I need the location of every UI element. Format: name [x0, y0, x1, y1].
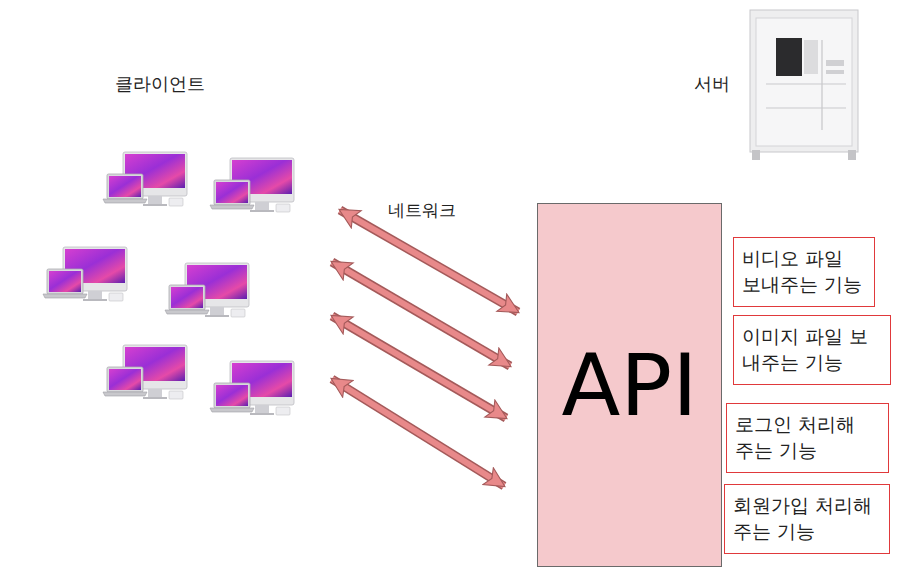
- computer-icon: [103, 152, 187, 206]
- function-box: 로그인 처리해 주는 기능: [726, 403, 889, 473]
- api-box: API: [537, 203, 722, 567]
- computer-icon: [103, 345, 187, 399]
- function-text: 비디오 파일 보내주는 기능: [742, 246, 866, 297]
- computer-icon: [165, 263, 249, 317]
- function-box: 이미지 파일 보내주는 기능: [733, 315, 891, 385]
- group-label: 서버: [694, 72, 730, 96]
- api-title: API: [561, 342, 697, 428]
- function-box: 비디오 파일 보내주는 기능: [733, 237, 875, 307]
- computer-icon: [43, 247, 127, 301]
- server-icon: [750, 10, 858, 160]
- network-arrow: [332, 210, 518, 486]
- function-text: 이미지 파일 보내주는 기능: [742, 324, 882, 375]
- function-text: 로그인 처리해 주는 기능: [735, 412, 880, 463]
- function-text: 회원가입 처리해 주는 기능: [733, 493, 881, 544]
- computer-icon: [210, 361, 294, 415]
- computer-icon: [210, 158, 294, 212]
- function-box: 회원가입 처리해 주는 기능: [724, 484, 890, 554]
- group-label: 클라이언트: [115, 72, 205, 96]
- network-label: 네트워크: [388, 199, 456, 222]
